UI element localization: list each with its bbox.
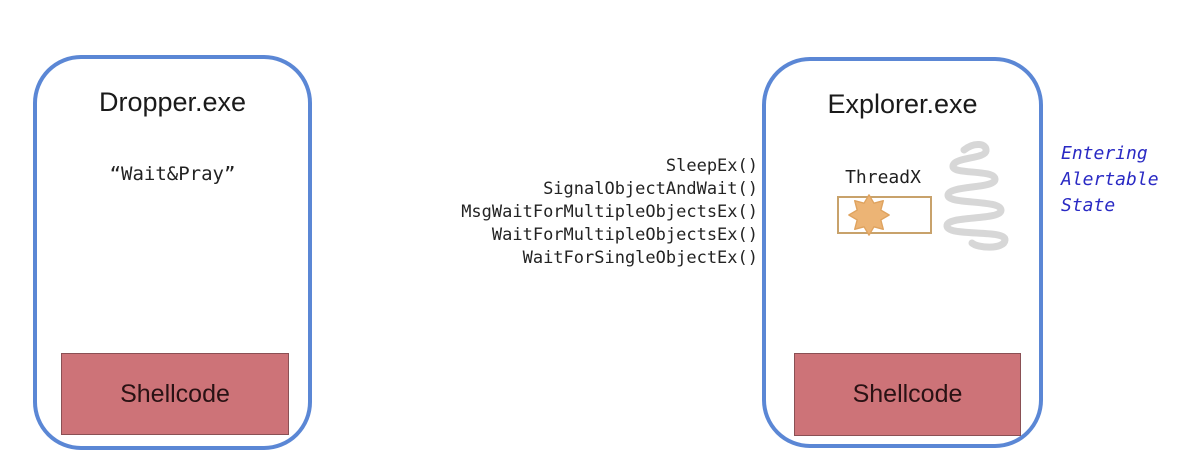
explorer-shellcode-label: Shellcode [852,380,963,408]
list-line: Alertable [1061,169,1159,190]
explorer-shellcode-box: Shellcode [794,353,1021,436]
dropper-process-box: Dropper.exe “Wait&Pray” Shellcode [33,55,312,450]
dropper-title: Dropper.exe [98,87,247,117]
thread-label: ThreadX [845,167,921,188]
list-line: SignalObjectAndWait() [543,179,758,199]
list-line: State [1061,195,1116,216]
spring-doodle-icon [943,141,1009,251]
api-call-list: SleepEx() SignalObjectAndWait() MsgWaitFor… [461,155,758,270]
explorer-process-box: Explorer.exe ThreadX Shellcode [762,57,1043,448]
list-line: WaitForSingleObjectEx() [522,248,758,268]
explorer-title: Explorer.exe [827,89,978,119]
thread-box [837,196,932,234]
list-line: WaitForMultipleObjectsEx() [491,225,758,245]
list-line: SleepEx() [665,156,758,176]
dropper-shellcode-label: Shellcode [120,379,230,408]
list-line: MsgWaitForMultipleObjectsEx() [461,202,758,222]
wait-and-pray-label: “Wait&Pray” [109,163,236,185]
star-icon [848,194,890,236]
dropper-shellcode-box: Shellcode [61,353,289,435]
list-line: Entering [1061,143,1148,164]
